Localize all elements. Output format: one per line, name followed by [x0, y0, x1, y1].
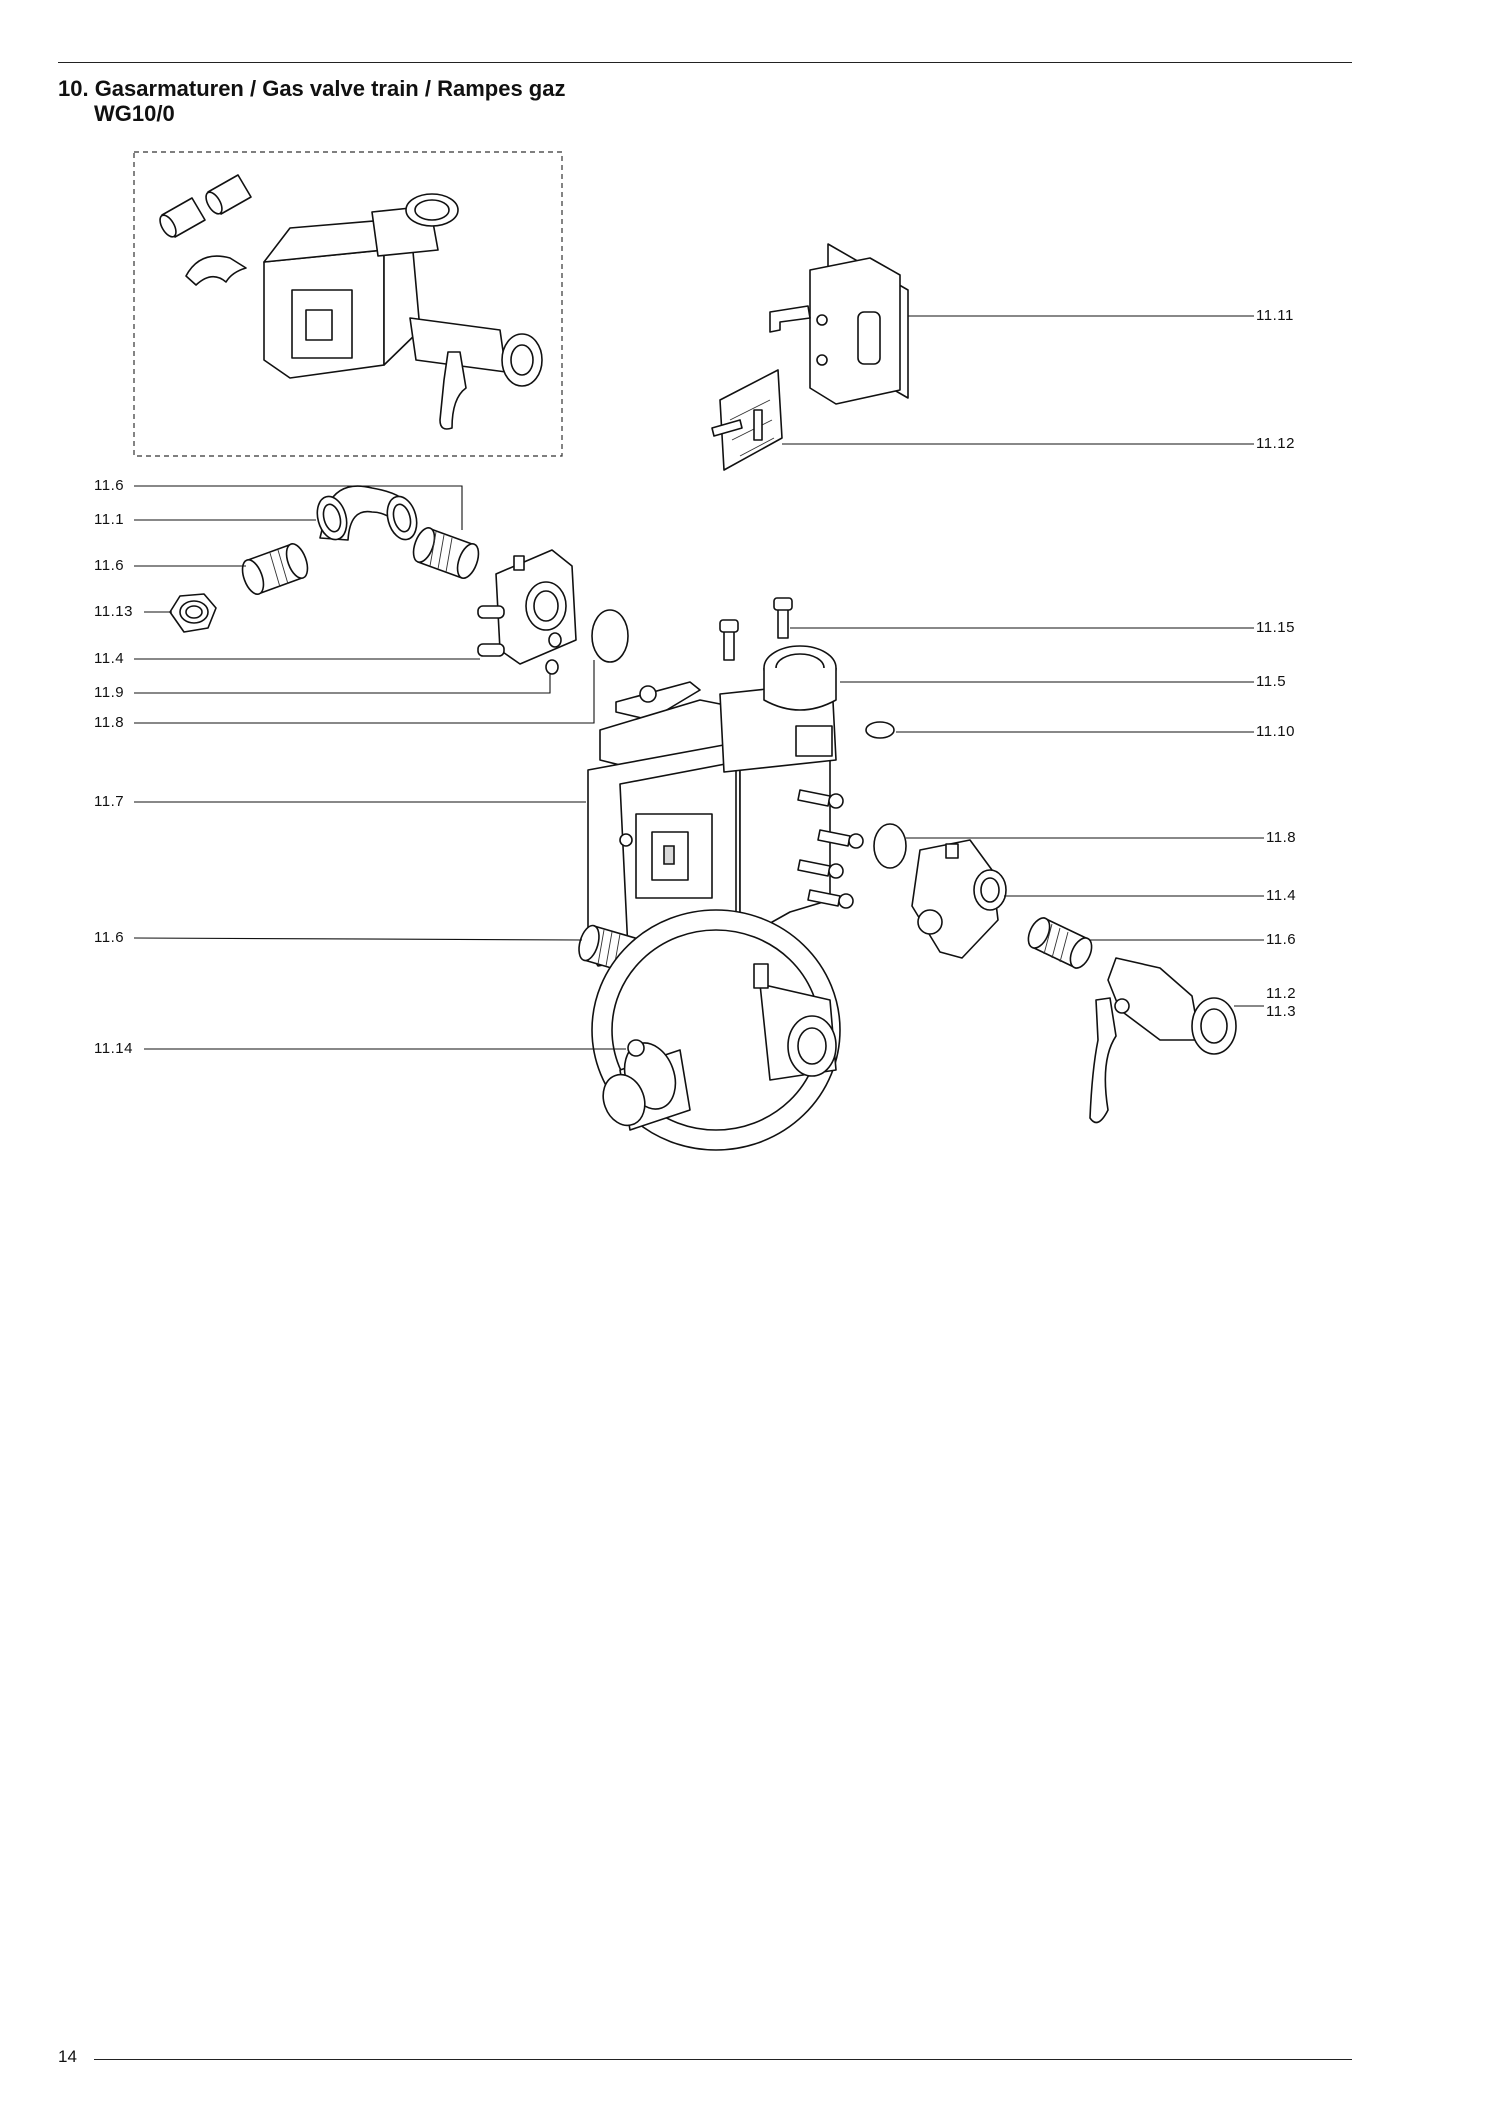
label-11-15: 11.15: [1254, 619, 1297, 637]
assembled-valve-body: [264, 194, 458, 378]
label-11-8-left: 11.8: [92, 714, 127, 732]
bottom-rule: [94, 2059, 1352, 2060]
flange-right: [912, 840, 1006, 958]
label-11-8-right: 11.8: [1264, 829, 1299, 847]
top-screw-1: [720, 620, 738, 660]
small-seal-upper: [549, 633, 561, 647]
reducing-bush: [170, 594, 216, 632]
pressure-regulator: [592, 910, 840, 1150]
main-gas-valve: [588, 646, 863, 966]
label-11-6-right: 11.6: [1264, 931, 1299, 949]
elbow-fitting: [313, 486, 421, 543]
small-seal-lower: [546, 660, 558, 674]
model-designation: WG10/0: [94, 101, 175, 126]
label-11-9: 11.9: [92, 684, 127, 702]
label-11-2: 11.2: [1264, 985, 1299, 1003]
top-screw-2: [774, 598, 792, 638]
nipple-left: [238, 541, 311, 597]
assembled-view-frame: [134, 152, 562, 456]
label-11-6-bottom: 11.6: [92, 929, 127, 947]
o-ring-right: [874, 824, 906, 868]
label-11-12: 11.12: [1254, 435, 1297, 453]
ball-valve: [1090, 958, 1236, 1123]
label-11-6-top: 11.6: [92, 477, 127, 495]
label-11-14: 11.14: [92, 1040, 135, 1058]
o-ring-left: [592, 610, 628, 662]
page-title: 10. Gasarmaturen / Gas valve train / Ram…: [58, 76, 566, 101]
plug-housing: [770, 244, 908, 404]
leader-lines: [134, 316, 1264, 1049]
top-rule: [58, 62, 1352, 63]
label-11-6-middle: 11.6: [92, 557, 127, 575]
nipple-upper: [409, 525, 482, 581]
assembled-ball-valve: [410, 318, 542, 429]
assembled-elbow: [186, 256, 246, 285]
side-screws: [798, 790, 863, 908]
label-11-1: 11.1: [92, 511, 127, 529]
assembled-nipple-2: [203, 175, 251, 216]
page-number: 14: [58, 2047, 77, 2066]
label-11-13: 11.13: [92, 603, 135, 621]
assembled-nipple-1: [157, 198, 205, 239]
label-11-3: 11.3: [1264, 1003, 1299, 1021]
flange-left: [478, 550, 576, 664]
nipple-right: [1024, 915, 1096, 972]
label-11-5: 11.5: [1254, 673, 1289, 691]
circuit-board: [712, 370, 782, 470]
label-11-4-right: 11.4: [1264, 887, 1299, 905]
label-11-10: 11.10: [1254, 723, 1297, 741]
label-11-11: 11.11: [1254, 307, 1296, 325]
label-11-4-left: 11.4: [92, 650, 127, 668]
o-ring-small: [866, 722, 894, 738]
label-11-7: 11.7: [92, 793, 127, 811]
assembled-view: [134, 152, 562, 456]
